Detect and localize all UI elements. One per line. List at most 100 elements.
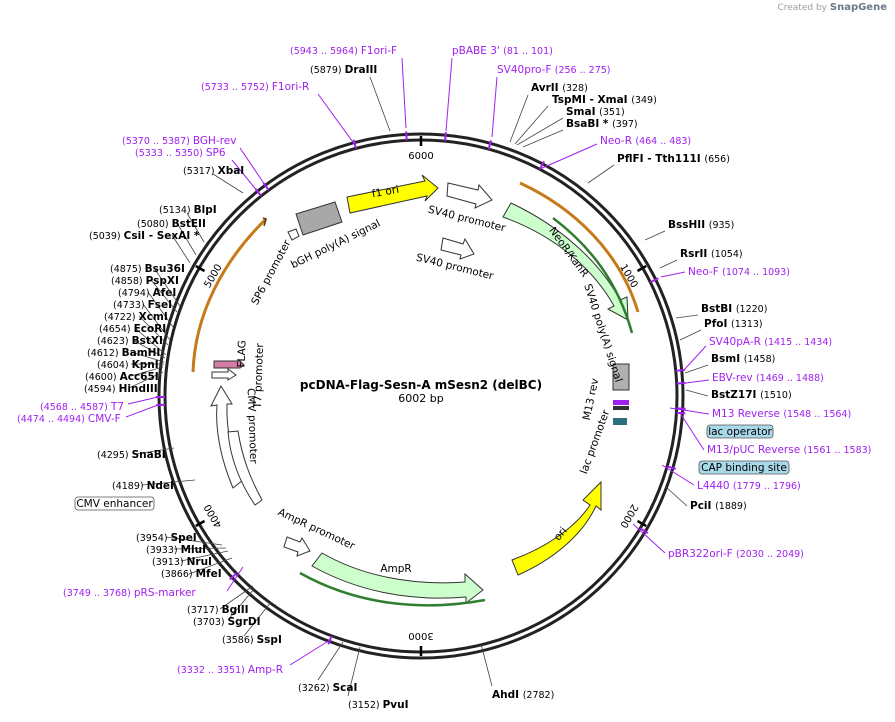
primer-label[interactable]: SV40pro-F (256 .. 275) bbox=[497, 64, 611, 76]
enzyme-label[interactable]: (4594) HindIII bbox=[84, 383, 158, 395]
enzyme-label[interactable]: (4600) Acc65I bbox=[85, 371, 159, 383]
enzyme-label[interactable]: BsmI (1458) bbox=[711, 353, 775, 365]
enzyme-label[interactable]: BstZ17I (1510) bbox=[711, 389, 792, 401]
enzyme-position: (935) bbox=[709, 220, 735, 231]
boxed-label-text[interactable]: lac operator bbox=[708, 426, 772, 438]
enzyme-position: (1220) bbox=[736, 304, 768, 315]
enzyme-label[interactable]: (3954) SpeI bbox=[136, 532, 197, 544]
bgh-polya-block[interactable] bbox=[295, 201, 343, 236]
primer-label[interactable]: SV40pA-R (1415 .. 1434) bbox=[709, 336, 832, 348]
primer-label[interactable]: Neo-F (1074 .. 1093) bbox=[688, 266, 790, 278]
enzyme-label[interactable]: (5134) BlpI bbox=[159, 204, 217, 216]
enzyme-label[interactable]: (3152) PvuI bbox=[348, 699, 409, 711]
enzyme-label[interactable]: AhdI (2782) bbox=[492, 689, 554, 701]
enzyme-label[interactable]: PflFI - Tth111I (656) bbox=[617, 153, 730, 165]
sv40-promoter-arrow[interactable] bbox=[446, 182, 493, 209]
enzyme-labels: (5879) DraIII AvrII (328)TspMI - XmaI (34… bbox=[84, 64, 792, 711]
enzyme-label[interactable]: AvrII (328) bbox=[531, 82, 588, 94]
enzyme-label[interactable]: PciI (1889) bbox=[690, 500, 747, 512]
ampr-arrow[interactable] bbox=[311, 552, 484, 605]
primer-position: (81 .. 101) bbox=[503, 46, 553, 57]
feature-label[interactable]: SP6 promoter bbox=[249, 238, 294, 308]
primer-position: (1561 .. 1583) bbox=[804, 445, 872, 456]
enzyme-position: (5879) bbox=[310, 65, 345, 76]
lac-operator-mark[interactable] bbox=[613, 406, 629, 410]
enzyme-label[interactable]: (4604) KpnI bbox=[97, 359, 159, 371]
primer-label[interactable]: pBABE 3' (81 .. 101) bbox=[452, 45, 553, 57]
enzyme-label[interactable]: RsrII (1054) bbox=[680, 248, 743, 260]
primer-label[interactable]: (3332 .. 3351) Amp-R bbox=[177, 664, 283, 676]
enzyme-label[interactable]: (3262) ScaI bbox=[298, 682, 357, 694]
flag-tag-arrow[interactable] bbox=[213, 360, 245, 369]
boxed-label-text[interactable]: CAP binding site bbox=[701, 462, 787, 474]
enzyme-label[interactable]: (5879) DraIII bbox=[310, 64, 377, 76]
enzyme-label[interactable]: (4612) BamHI bbox=[87, 347, 160, 359]
primer-label[interactable]: M13 Reverse (1548 .. 1564) bbox=[712, 408, 851, 420]
primer-label[interactable]: (5943 .. 5964) F1ori-F bbox=[290, 45, 397, 57]
ori-arrow[interactable] bbox=[511, 480, 602, 576]
enzyme-label[interactable]: (5039) CsiI - SexAI * bbox=[89, 230, 200, 242]
enzyme-connector bbox=[165, 536, 223, 546]
enzyme-position: (5317) bbox=[183, 166, 218, 177]
feature-label[interactable]: AmpR bbox=[380, 563, 411, 575]
ampr-promoter-arrow[interactable] bbox=[283, 536, 311, 557]
f1-ori-arrow[interactable] bbox=[346, 174, 439, 214]
cap-site-mark[interactable] bbox=[613, 418, 627, 425]
primer-label[interactable]: (5733 .. 5752) F1ori-R bbox=[201, 81, 309, 93]
cmv-promoter-arrow[interactable] bbox=[227, 430, 263, 506]
enzyme-label[interactable]: (5080) BstEII bbox=[137, 218, 206, 230]
enzyme-label[interactable]: PfoI (1313) bbox=[704, 318, 763, 330]
left-orange-arc bbox=[191, 217, 268, 373]
enzyme-label[interactable]: (5317) XbaI bbox=[183, 165, 244, 177]
enzyme-label[interactable]: (4654) EcoRI bbox=[99, 323, 166, 335]
enzyme-label[interactable]: BstBI (1220) bbox=[701, 303, 767, 315]
primer-label[interactable]: (4568 .. 4587) T7 bbox=[40, 401, 124, 413]
feature-label[interactable]: SV40 promoter bbox=[427, 204, 507, 235]
enzyme-label[interactable]: (3703) SgrDI bbox=[193, 616, 261, 628]
primer-connector bbox=[317, 93, 356, 146]
enzyme-label[interactable]: (3586) SspI bbox=[222, 634, 282, 646]
m13-rev-mark[interactable] bbox=[613, 400, 629, 405]
primer-label[interactable]: (5370 .. 5387) BGH-rev bbox=[122, 135, 236, 147]
enzyme-label[interactable]: (3717) BglII bbox=[187, 604, 249, 616]
enzyme-label[interactable]: (4733) FseI bbox=[113, 299, 172, 311]
enzyme-label[interactable]: TspMI - XmaI (349) bbox=[552, 94, 657, 106]
sp6-promoter-arrow[interactable] bbox=[287, 228, 300, 241]
enzyme-label[interactable]: (3866) MfeI bbox=[161, 568, 222, 580]
sv40-polya-block[interactable] bbox=[612, 363, 630, 391]
feature-label[interactable]: f1 ori bbox=[371, 184, 400, 201]
primer-label[interactable]: L4440 (1779 .. 1796) bbox=[697, 480, 801, 492]
enzyme-label[interactable]: (3913) NruI bbox=[152, 556, 212, 568]
enzyme-label[interactable]: (3933) MluI bbox=[146, 544, 206, 556]
primer-label[interactable]: (5333 .. 5350) SP6 bbox=[135, 147, 226, 159]
enzyme-label[interactable]: (4875) Bsu36I bbox=[110, 263, 185, 275]
boxed-label-text[interactable]: CMV enhancer bbox=[76, 498, 153, 510]
feature-label[interactable]: CMV promoter bbox=[245, 388, 260, 465]
feature-label[interactable]: T7 promoter bbox=[252, 342, 266, 409]
enzyme-label[interactable]: (4295) SnaBI bbox=[97, 449, 166, 461]
primer-label[interactable]: M13/pUC Reverse (1561 .. 1583) bbox=[707, 444, 871, 456]
primer-connector bbox=[660, 271, 686, 278]
enzyme-connector bbox=[219, 585, 254, 610]
tick-label-3000: 3000 bbox=[408, 630, 433, 641]
primer-label[interactable]: (3749 .. 3768) pRS-marker bbox=[63, 587, 196, 599]
enzyme-label[interactable]: SmaI (351) bbox=[566, 106, 625, 118]
t7-promoter-arrow[interactable] bbox=[211, 368, 237, 381]
enzyme-label[interactable]: (4722) XcmI bbox=[104, 311, 168, 323]
primer-label[interactable]: EBV-rev (1469 .. 1488) bbox=[712, 372, 824, 384]
enzyme-label[interactable]: (4189) NdeI bbox=[112, 480, 174, 492]
sv40-promoter-arrow-2[interactable] bbox=[440, 237, 475, 260]
primer-label[interactable]: (4474 .. 4494) CMV-F bbox=[17, 413, 121, 425]
enzyme-label[interactable]: (4623) BstXI bbox=[97, 335, 163, 347]
primer-site-mark bbox=[487, 140, 493, 150]
enzyme-label[interactable]: (4858) PspXI bbox=[111, 275, 179, 287]
neor-kanr-arrow[interactable] bbox=[502, 202, 629, 321]
enzyme-label[interactable]: BsaBI * (397) bbox=[566, 118, 638, 130]
primer-position: (256 .. 275) bbox=[555, 65, 611, 76]
primer-label[interactable]: Neo-R (464 .. 483) bbox=[600, 135, 691, 147]
enzyme-label[interactable]: (4794) AfeI bbox=[118, 287, 176, 299]
feature-label[interactable]: FLAG bbox=[236, 340, 249, 368]
enzyme-label[interactable]: BssHII (935) bbox=[668, 219, 734, 231]
feature-label[interactable]: SV40 promoter bbox=[415, 252, 495, 283]
primer-label[interactable]: pBR322ori-F (2030 .. 2049) bbox=[668, 548, 804, 560]
